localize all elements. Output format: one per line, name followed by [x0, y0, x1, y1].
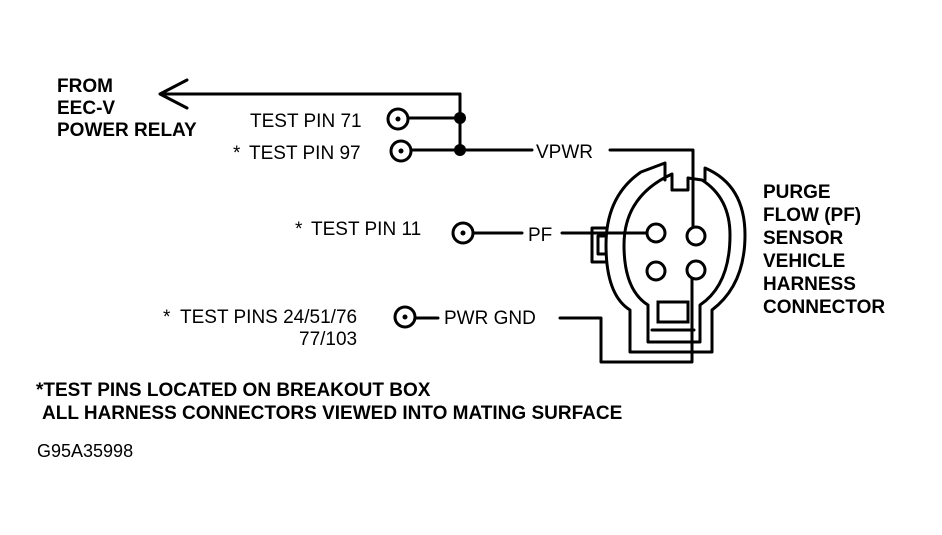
- test-pin-97-label: TEST PIN 97: [249, 143, 361, 164]
- pf-circuit-label: PF: [528, 225, 552, 246]
- test-pins-gnd-asterisk: *: [163, 307, 171, 328]
- pwr-gnd-wire-right: [558, 276, 694, 364]
- test-pin-97-terminal[interactable]: [389, 139, 413, 163]
- test-pin-97-asterisk: *: [233, 143, 241, 164]
- connector-label-line4: VEHICLE: [763, 251, 845, 272]
- source-label-line3: POWER RELAY: [57, 120, 197, 141]
- source-label-line2: EEC-V: [57, 98, 115, 119]
- note-line2: ALL HARNESS CONNECTORS VIEWED INTO MATIN…: [42, 403, 622, 424]
- test-pins-gnd-label-line2: 77/103: [299, 329, 357, 350]
- vpwr-circuit-label: VPWR: [536, 142, 593, 163]
- test-pin-11-asterisk: *: [295, 219, 303, 240]
- test-pin-11-label: TEST PIN 11: [311, 219, 421, 240]
- pf-sensor-connector: [590, 161, 747, 354]
- test-pin-11-terminal[interactable]: [451, 221, 475, 245]
- test-pin-71-label: TEST PIN 71: [250, 111, 362, 132]
- figure-id: G95A35998: [37, 441, 133, 461]
- test-pins-gnd-terminal[interactable]: [393, 305, 417, 329]
- test-pin-71-terminal[interactable]: [386, 107, 410, 131]
- power-relay-arrow: [158, 78, 462, 110]
- connector-label-line1: PURGE: [763, 182, 831, 203]
- test-pins-gnd-label-line1: TEST PINS 24/51/76: [180, 307, 357, 328]
- connector-label-line2: FLOW (PF): [763, 205, 861, 226]
- connector-label-line3: SENSOR: [763, 228, 844, 249]
- pwr-gnd-circuit-label: PWR GND: [444, 308, 536, 329]
- source-label-line1: FROM: [57, 76, 113, 97]
- connector-label-line6: CONNECTOR: [763, 297, 885, 318]
- note-line1: *TEST PINS LOCATED ON BREAKOUT BOX: [36, 380, 431, 401]
- vpwr-to-connector-wire: [608, 148, 695, 230]
- connector-label-line5: HARNESS: [763, 274, 856, 295]
